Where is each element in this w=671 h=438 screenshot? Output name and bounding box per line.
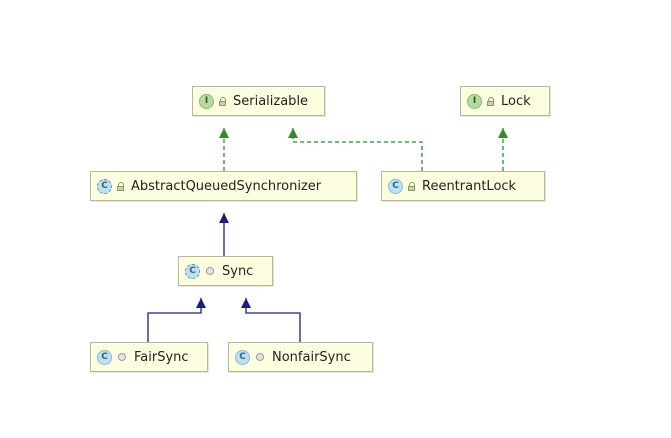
abstract-class-icon: C bbox=[185, 263, 200, 279]
edge-fair-sync bbox=[147, 298, 202, 342]
arrowhead-fair-sync bbox=[196, 298, 206, 308]
node-sync[interactable]: C Sync bbox=[178, 256, 273, 286]
node-serializable[interactable]: I Serializable bbox=[192, 86, 325, 116]
class-icon: C bbox=[97, 349, 112, 365]
node-lock[interactable]: I Lock bbox=[460, 86, 550, 116]
lock-icon bbox=[218, 96, 227, 106]
node-nonfair-sync[interactable]: C NonfairSync bbox=[228, 342, 373, 372]
class-icon: C bbox=[235, 349, 250, 365]
lock-icon bbox=[486, 96, 495, 106]
package-dot-icon bbox=[206, 267, 214, 275]
lock-icon bbox=[116, 181, 125, 191]
node-label: NonfairSync bbox=[272, 349, 351, 365]
arrowhead-aqs-serializable bbox=[219, 128, 229, 138]
class-icon: C bbox=[388, 178, 403, 194]
lock-icon bbox=[407, 181, 416, 191]
interface-icon: I bbox=[467, 93, 482, 109]
node-label: Sync bbox=[222, 263, 254, 279]
package-dot-icon bbox=[118, 353, 126, 361]
arrowhead-sync-aqs bbox=[219, 213, 229, 223]
arrowhead-reentrant-lock bbox=[498, 128, 508, 138]
node-label: FairSync bbox=[134, 349, 189, 365]
edge-nonfair-sync bbox=[245, 298, 301, 342]
node-label: AbstractQueuedSynchronizer bbox=[131, 178, 322, 194]
edge-layer bbox=[147, 128, 508, 342]
node-reentrant-lock[interactable]: C ReentrantLock bbox=[381, 171, 545, 201]
node-label: ReentrantLock bbox=[422, 178, 517, 194]
node-label: Lock bbox=[501, 93, 531, 109]
edge-reentrant-serializable bbox=[292, 128, 423, 171]
node-fair-sync[interactable]: C FairSync bbox=[90, 342, 208, 372]
arrowhead-nonfair-sync bbox=[241, 298, 251, 308]
arrowhead-reentrant-serializable bbox=[288, 128, 298, 138]
package-dot-icon bbox=[256, 353, 264, 361]
abstract-class-icon: C bbox=[97, 178, 112, 194]
interface-icon: I bbox=[199, 93, 214, 109]
node-abstract-queued-synchronizer[interactable]: C AbstractQueuedSynchronizer bbox=[90, 171, 357, 201]
node-label: Serializable bbox=[233, 93, 309, 109]
